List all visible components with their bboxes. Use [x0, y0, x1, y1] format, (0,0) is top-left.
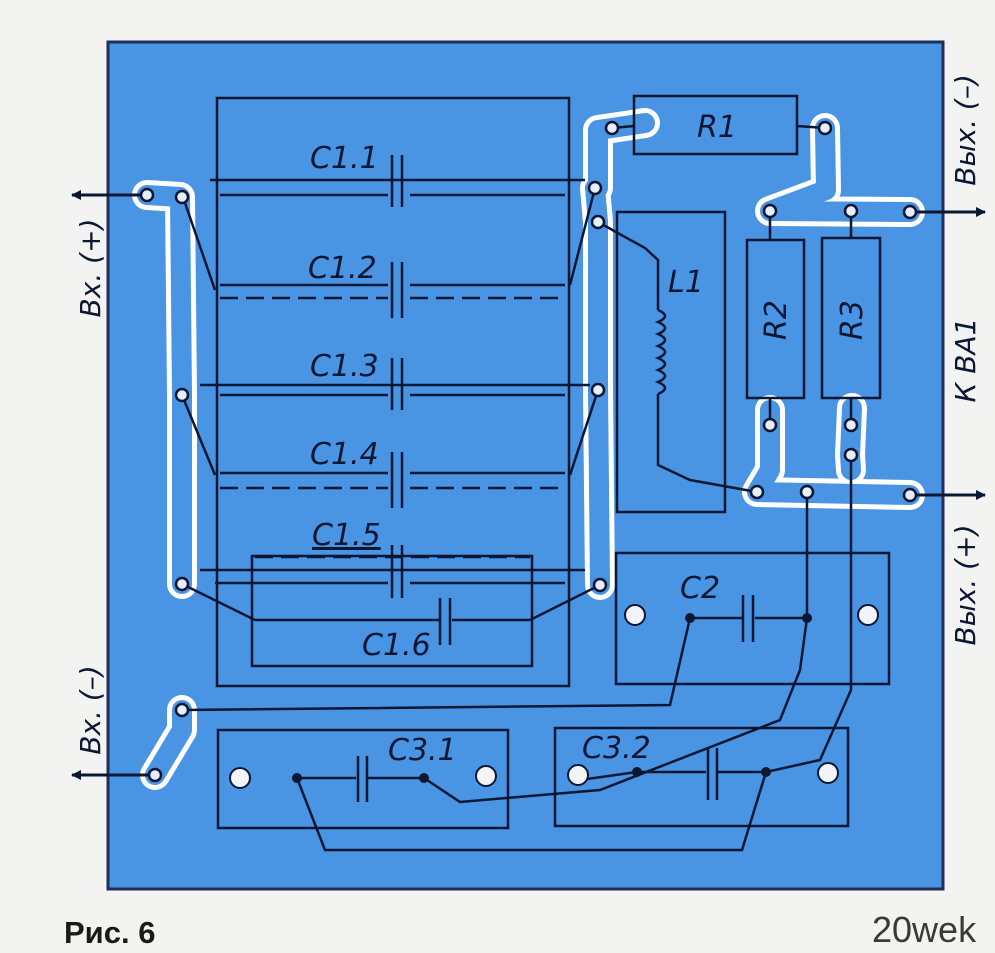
l1-body: [615, 210, 727, 514]
label-c1-3: C1.3: [310, 349, 379, 384]
label-r1: R1: [697, 110, 737, 145]
label-c1-6: C1.6: [362, 628, 431, 663]
c3-1-body: [216, 728, 510, 830]
label-input-minus: Вх. (–): [74, 665, 107, 754]
mounting-holes: [229, 604, 879, 789]
terminal-arrows: [71, 190, 986, 780]
label-output-plus: Вых. (+): [949, 525, 982, 646]
junction-dots: [292, 613, 812, 783]
label-output-minus: Вых. (–): [949, 74, 982, 186]
watermark: 20wek: [872, 909, 977, 950]
r1-body: [632, 94, 799, 156]
label-input-plus: Вх. (+): [74, 219, 107, 318]
pads: [139, 120, 918, 783]
c1-capacitor-lines: [180, 155, 601, 645]
label-c1-2: C1.2: [308, 251, 377, 286]
label-c1-4: C1.4: [310, 437, 379, 472]
c2-body: [614, 551, 891, 686]
label-c2: C2: [680, 571, 720, 606]
label-c1-1: C1.1: [310, 141, 379, 176]
r2-body: [745, 238, 806, 400]
label-r2: R2: [759, 300, 794, 340]
figure-caption: Рис. 6: [64, 915, 156, 950]
label-to-ba1: К ВА1: [949, 318, 982, 403]
c3-2-body: [553, 726, 850, 828]
label-r3: R3: [835, 300, 870, 340]
label-l1: L1: [668, 265, 704, 300]
wiring: [181, 124, 853, 852]
label-c3-2: C3.2: [582, 731, 651, 766]
label-c3-1: C3.1: [388, 733, 457, 768]
c1-block-outline: [215, 96, 571, 688]
label-c1-5: C1.5: [312, 518, 381, 553]
